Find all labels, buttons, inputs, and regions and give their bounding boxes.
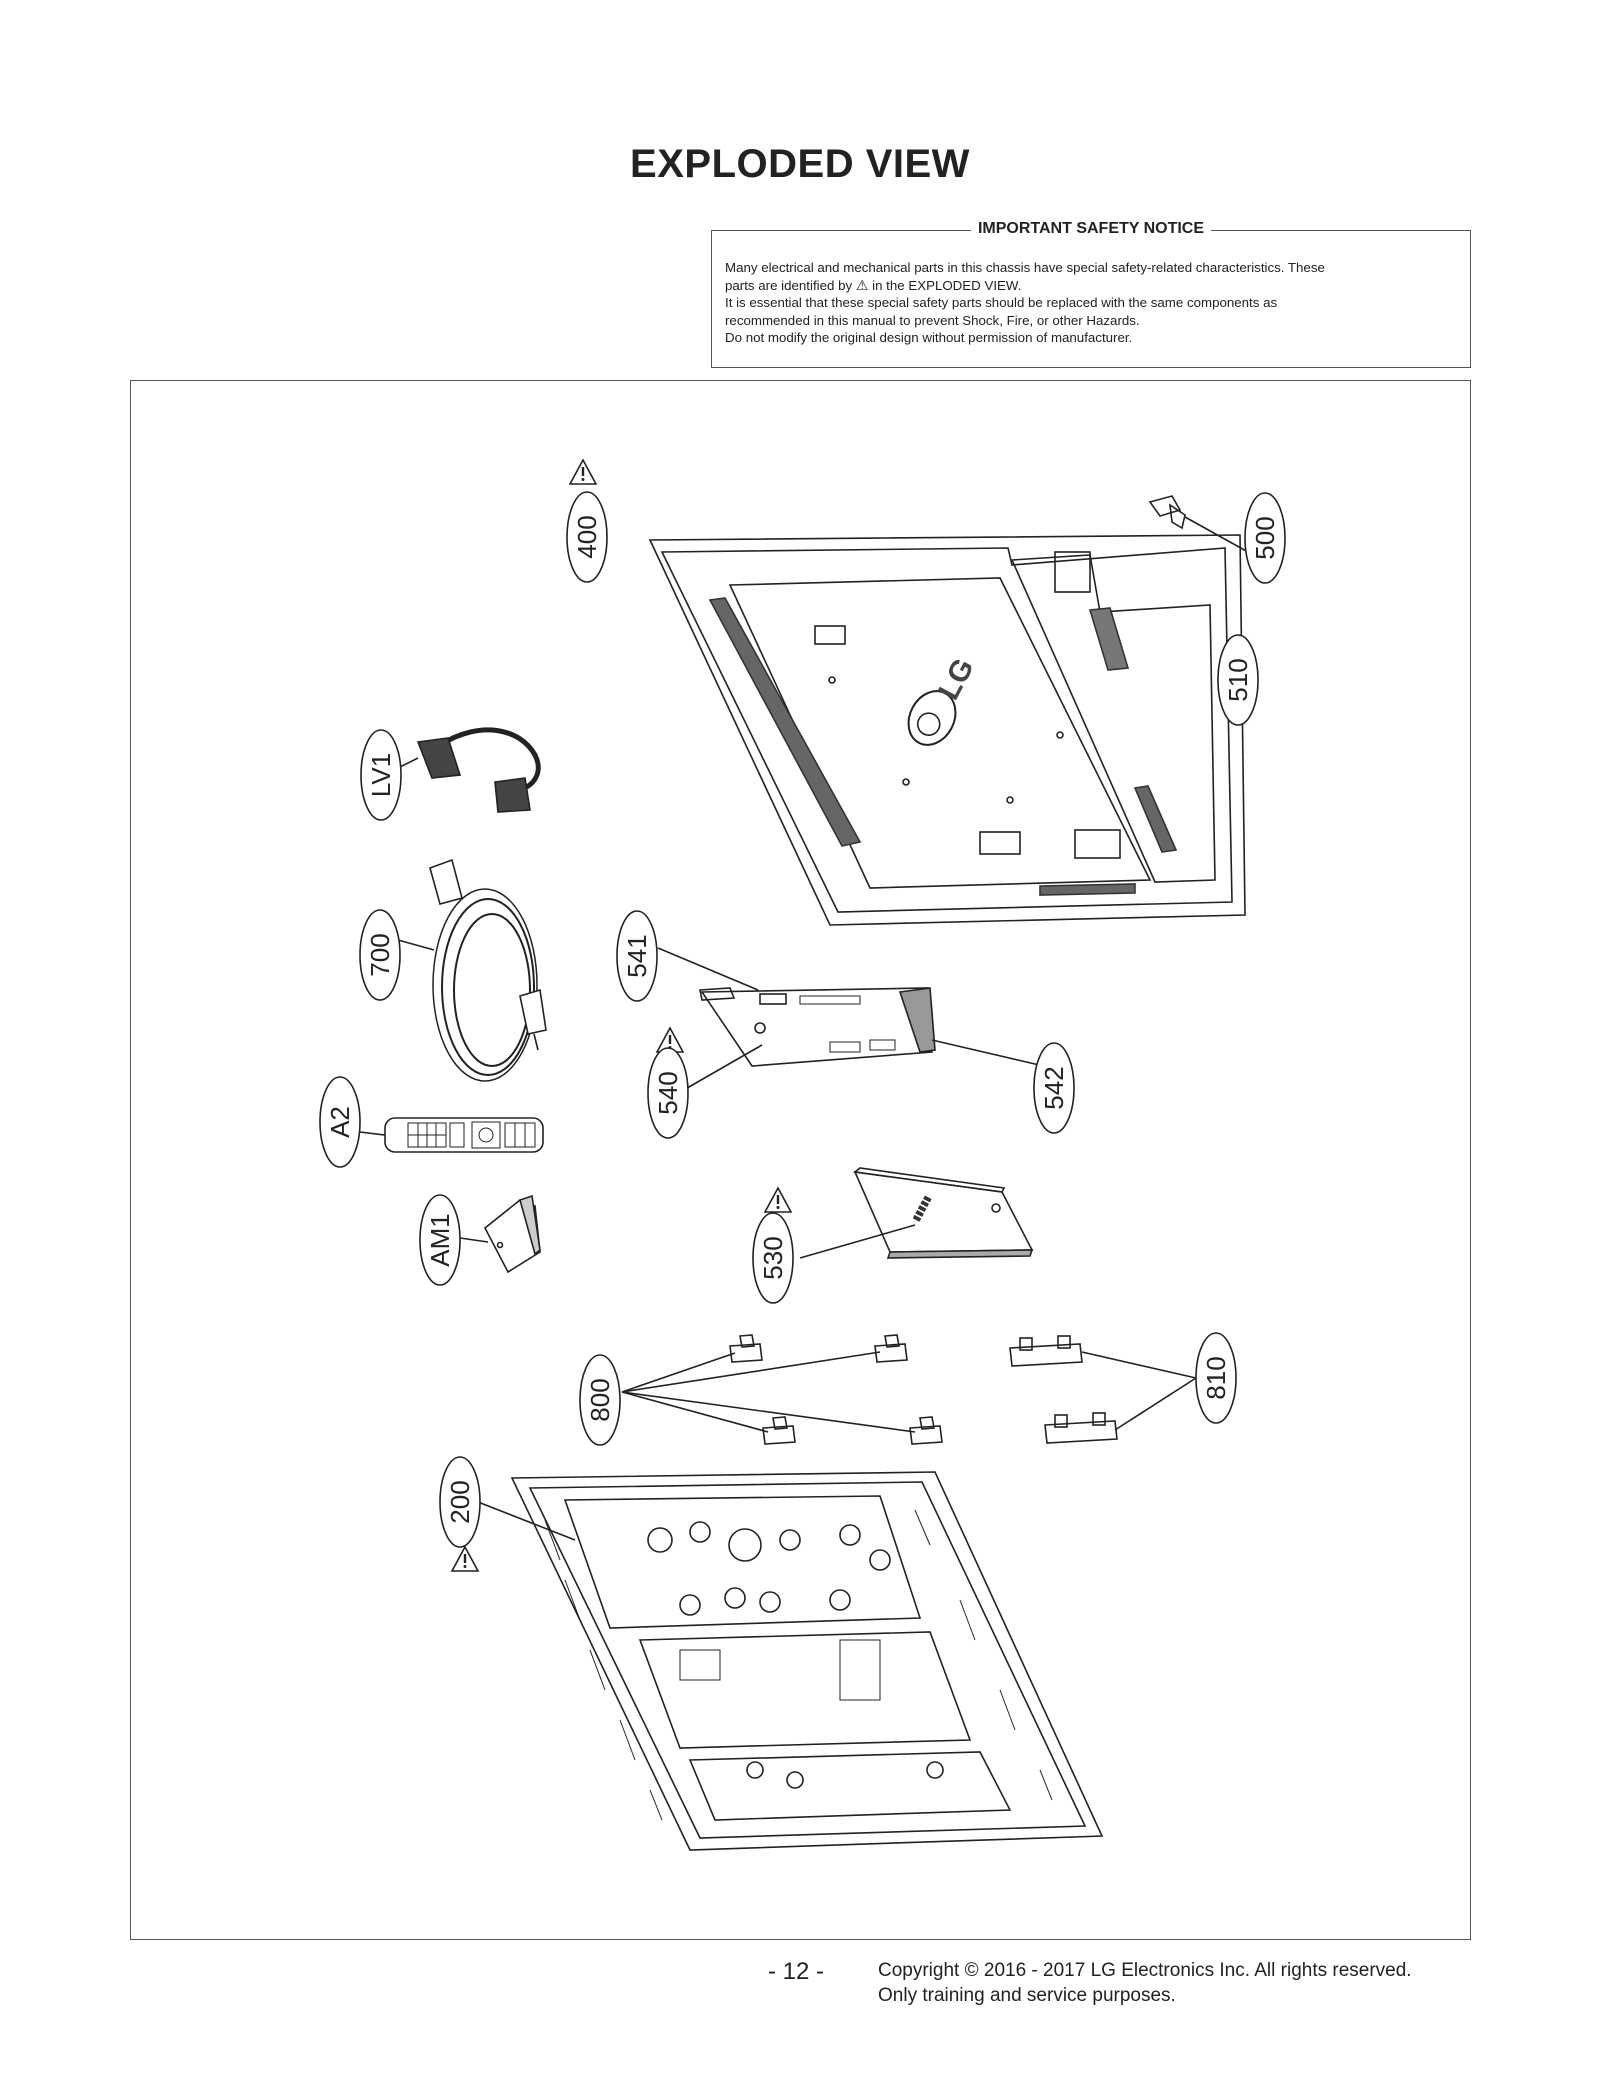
part-label-700: 700 — [365, 933, 395, 976]
page-number: - 12 - — [768, 1958, 825, 1985]
part-label-500: 500 — [1250, 516, 1280, 559]
part-label-800: 800 — [585, 1378, 615, 1421]
notice-line: Many electrical and mechanical parts in … — [725, 260, 1325, 275]
notice-line: It is essential that these special safet… — [725, 295, 1278, 310]
clips-800-part — [621, 1334, 943, 1445]
part-label-a2: A2 — [325, 1106, 355, 1138]
remote-control-part — [359, 1117, 544, 1153]
safety-notice-title: IMPORTANT SAFETY NOTICE — [970, 220, 1212, 237]
copyright-line: Copyright © 2016 - 2017 LG Electronics I… — [878, 1960, 1412, 1981]
exploded-view-frame — [130, 380, 1471, 1940]
copyright-notice: Copyright © 2016 - 2017 LG Electronics I… — [878, 1958, 1412, 2008]
warning-triangle-icon — [569, 459, 597, 485]
warning-triangle-icon: ⚠ — [855, 276, 869, 293]
warning-triangle-icon — [451, 1546, 479, 1572]
lvds-cable-part — [397, 727, 541, 813]
part-label-am1: AM1 — [425, 1213, 455, 1266]
power-supply-part: ▮▮▮▮▮ — [799, 1167, 1034, 1259]
brackets-810-part — [1009, 1335, 1197, 1444]
safety-notice-box: IMPORTANT SAFETY NOTICE Many electrical … — [711, 220, 1471, 368]
back-cover-part: LG — [648, 534, 1246, 926]
part-label-510: 510 — [1223, 658, 1253, 701]
part-label-200: 200 — [445, 1480, 475, 1523]
power-cord-part — [397, 858, 547, 1082]
notice-line: Do not modify the original design withou… — [725, 330, 1133, 345]
stand-bracket-part — [459, 1194, 541, 1274]
copyright-line: Only training and service purposes. — [878, 1985, 1176, 2006]
bracket-500-part — [1148, 495, 1249, 553]
part-label-810: 810 — [1201, 1356, 1231, 1399]
part-label-530: 530 — [758, 1236, 788, 1279]
part-label-400: 400 — [572, 515, 602, 558]
main-board-part — [657, 947, 1053, 1096]
part-label-541: 541 — [622, 934, 652, 977]
part-label-lv1: LV1 — [366, 753, 396, 797]
notice-line: parts are identified by ⚠ in the EXPLODE… — [725, 276, 1022, 293]
part-label-540: 540 — [653, 1071, 683, 1114]
main-frame-part — [477, 1471, 1104, 1851]
safety-notice-body: Many electrical and mechanical parts in … — [725, 259, 1457, 347]
part-label-542: 542 — [1039, 1066, 1069, 1109]
warning-triangle-icon — [764, 1187, 792, 1213]
notice-line: recommended in this manual to prevent Sh… — [725, 312, 1140, 328]
page-title: EXPLODED VIEW — [630, 142, 970, 186]
